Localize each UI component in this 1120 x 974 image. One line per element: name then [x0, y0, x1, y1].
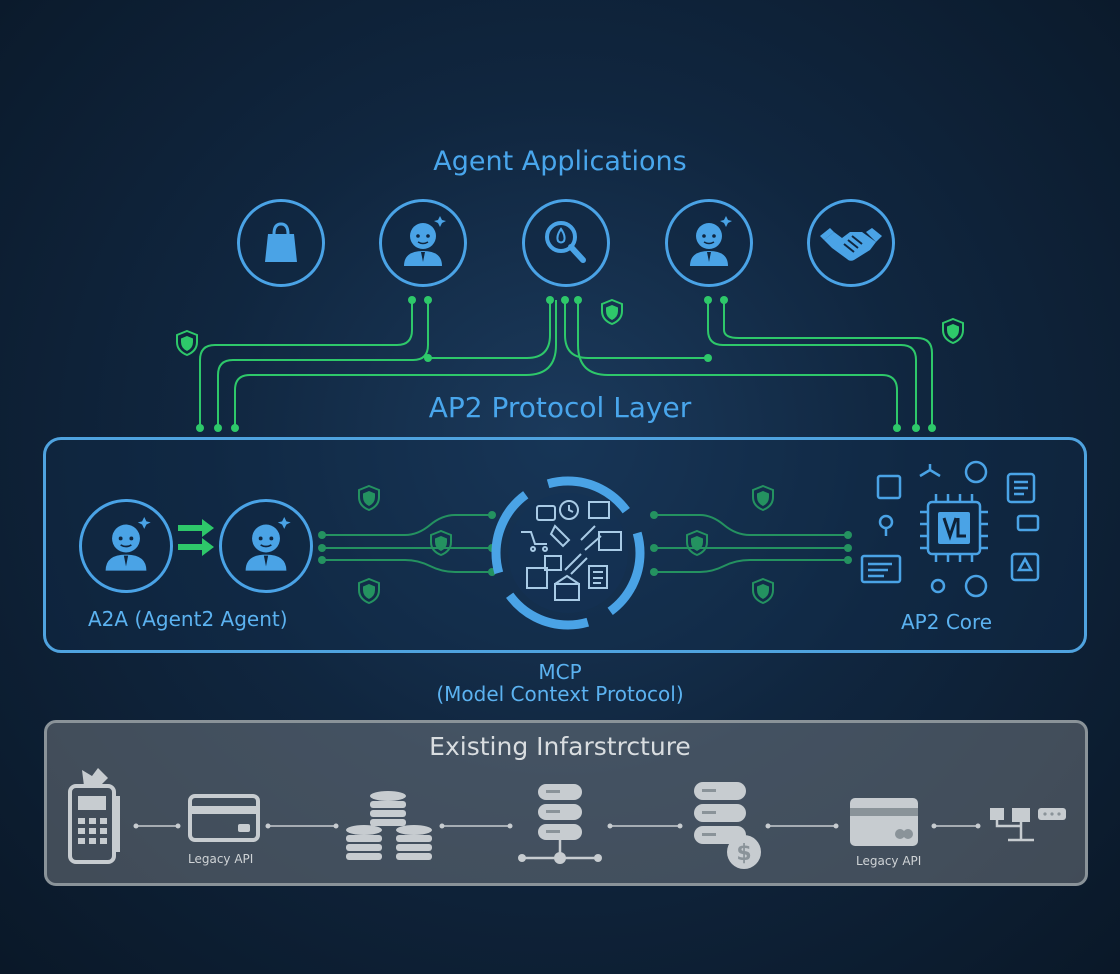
- connector-dot: [196, 424, 204, 432]
- connector-dot: [408, 296, 416, 304]
- a2a-label: A2A (Agent2 Agent): [88, 607, 288, 631]
- agent-assistant-2[interactable]: [665, 199, 753, 287]
- connector-dot: [424, 296, 432, 304]
- shield-icon: [176, 330, 198, 356]
- connector-dot: [574, 296, 582, 304]
- connector-dot: [488, 511, 496, 519]
- shield-icon: [358, 578, 380, 604]
- payment-terminal-icon: [68, 768, 120, 864]
- connector-dot: [318, 556, 326, 564]
- shield-icon: [686, 530, 708, 556]
- legacy-api-label: Legacy API: [856, 854, 922, 868]
- connector-dot: [704, 296, 712, 304]
- agent-deal[interactable]: [807, 199, 895, 287]
- handshake-icon: [820, 228, 882, 261]
- connector-dot: [928, 424, 936, 432]
- agent-person-icon: [690, 216, 732, 266]
- connector-dot: [546, 296, 554, 304]
- credit-card-icon: [850, 798, 918, 846]
- connector-dot: [720, 296, 728, 304]
- connector-wire: [723, 300, 933, 428]
- shopping-bag-icon: [265, 222, 297, 262]
- connector-dot: [650, 511, 658, 519]
- mcp-sublabel: (Model Context Protocol): [436, 682, 684, 706]
- mcp-hub-icon[interactable]: [485, 470, 651, 636]
- shield-icon: [358, 485, 380, 511]
- a2a-agent-left[interactable]: [79, 499, 173, 593]
- connector-wire: [564, 300, 708, 359]
- connector-wire: [322, 514, 492, 536]
- database-network-icon: [518, 784, 602, 864]
- database-dollar-icon: $: [694, 782, 761, 869]
- connector-dot: [704, 354, 712, 362]
- connector-dot: [424, 354, 432, 362]
- arrow-right-icon: [178, 519, 214, 556]
- connector-dot: [844, 544, 852, 552]
- network-nodes-icon: [990, 808, 1066, 842]
- shield-icon: [752, 485, 774, 511]
- connector-wire: [654, 514, 848, 536]
- coin-stacks-icon: [346, 791, 432, 860]
- agent-person-icon: [404, 216, 446, 266]
- shield-icon: [430, 530, 452, 556]
- agent-applications-title: Agent Applications: [433, 146, 687, 177]
- connector-dot: [561, 296, 569, 304]
- connector-dot: [844, 556, 852, 564]
- connector-dot: [231, 424, 239, 432]
- agent-search[interactable]: [522, 199, 610, 287]
- connector-dot: [214, 424, 222, 432]
- connector-dot: [318, 544, 326, 552]
- infrastructure-title: Existing Infarstrcture: [429, 732, 691, 761]
- connector-wire: [428, 300, 551, 359]
- ap2-core-chip-icon[interactable]: [858, 460, 1048, 610]
- shield-icon: [601, 299, 623, 325]
- connector-wire: [322, 559, 492, 573]
- connector-dot: [912, 424, 920, 432]
- mcp-label: MCP: [538, 660, 582, 684]
- connector-wire: [217, 300, 429, 428]
- credit-card-icon: [188, 794, 260, 842]
- a2a-agent-right[interactable]: [219, 499, 313, 593]
- connector-wire: [199, 300, 413, 428]
- connector-wire: [654, 559, 848, 573]
- agent-person-icon: [105, 517, 151, 571]
- connector-dot: [650, 568, 658, 576]
- agent-shopping[interactable]: [237, 199, 325, 287]
- connector-dot: [650, 544, 658, 552]
- connector-wire: [707, 300, 917, 428]
- ap2-core-label: AP2 Core: [901, 610, 993, 634]
- agent-assistant-1[interactable]: [379, 199, 467, 287]
- search-magnifier-icon: [545, 221, 586, 263]
- shield-icon: [752, 578, 774, 604]
- connector-wire: [577, 300, 898, 428]
- connector-dot: [844, 531, 852, 539]
- svg-text:$: $: [736, 841, 751, 866]
- connector-dot: [893, 424, 901, 432]
- protocol-layer-title: AP2 Protocol Layer: [428, 391, 692, 424]
- connector-dot: [318, 531, 326, 539]
- shield-icon: [942, 318, 964, 344]
- agent-person-icon: [245, 517, 291, 571]
- legacy-api-label: Legacy API: [188, 852, 254, 866]
- connector-wire: [234, 300, 557, 428]
